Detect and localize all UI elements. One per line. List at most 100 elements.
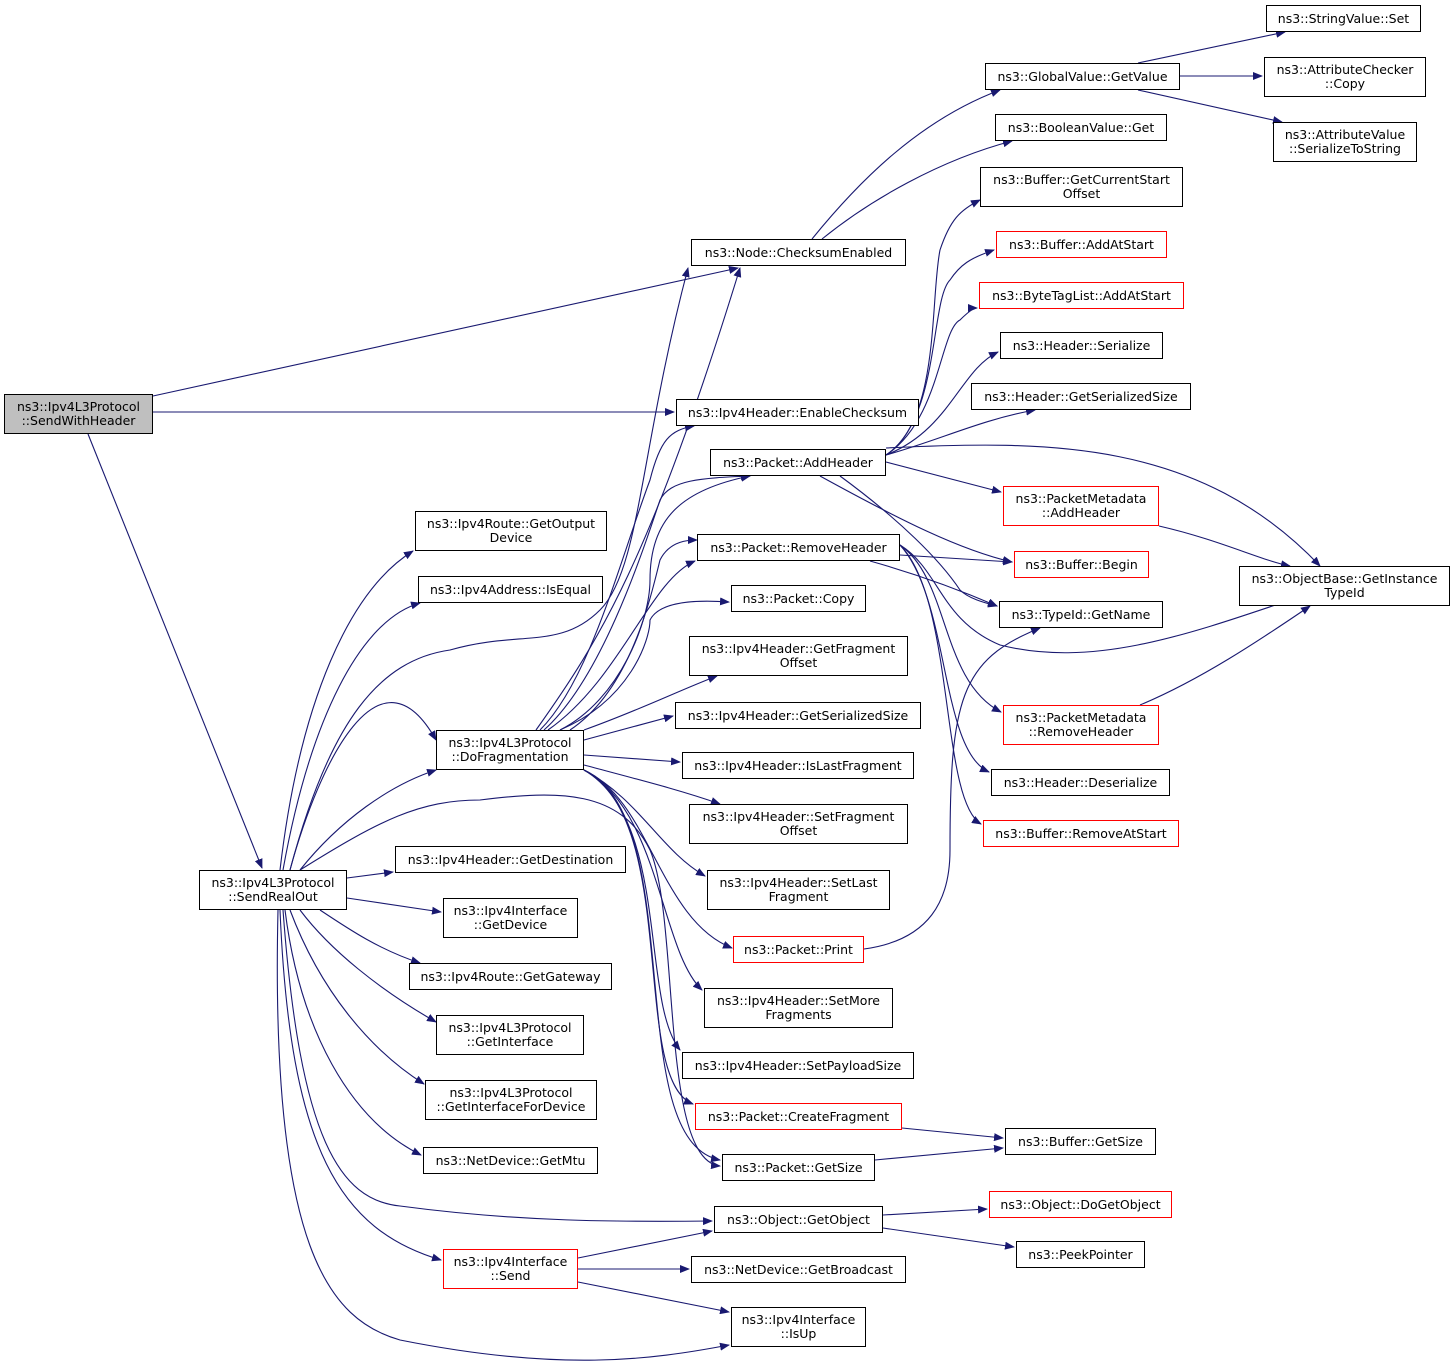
call-edge [583,769,721,1163]
node-label: ::Copy [1324,76,1366,91]
node-label: ns3::Buffer::GetCurrentStart [993,172,1170,187]
node-ipv4-interface-send[interactable]: ns3::Ipv4Interface::Send [443,1249,578,1289]
node-do-fragmentation[interactable]: ns3::Ipv4L3Protocol::DoFragmentation [436,730,584,770]
node-checksum-enabled[interactable]: ns3::Node::ChecksumEnabled [691,239,906,266]
node-label: ns3::Object::DoGetObject [1000,1196,1161,1212]
call-edge [901,1127,1004,1142]
node-net-device-get-broadcast[interactable]: ns3::NetDevice::GetBroadcast [691,1256,906,1283]
node-packet-print[interactable]: ns3::Packet::Print [733,936,864,963]
node-net-device-get-mtu[interactable]: ns3::NetDevice::GetMtu [423,1147,598,1174]
call-edge [811,89,1001,240]
node-buffer-begin[interactable]: ns3::Buffer::Begin [1014,551,1149,578]
node-label: ns3::AttributeChecker [1276,62,1414,77]
node-label: ns3::Ipv4Header::GetDestination [407,851,614,867]
node-ipv4-interface-get-device[interactable]: ns3::Ipv4Interface::GetDevice [443,898,578,938]
node-label: ns3::Ipv4L3Protocol [16,399,141,414]
node-type-id-get-name[interactable]: ns3::TypeId::GetName [999,601,1163,628]
node-label: ns3::AttributeValue [1284,127,1406,142]
node-ipv4-l3-protocol-get-interface-for-device[interactable]: ns3::Ipv4L3Protocol::GetInterfaceForDevi… [425,1080,597,1120]
node-label: ::AddHeader [1041,505,1121,520]
node-header-serialize[interactable]: ns3::Header::Serialize [1000,332,1163,359]
node-label: Fragment [768,889,829,904]
node-label: ns3::Packet::CreateFragment [707,1108,890,1124]
call-edge [1158,525,1291,569]
node-ipv4-route-get-gateway[interactable]: ns3::Ipv4Route::GetGateway [409,963,612,990]
node-object-get-object[interactable]: ns3::Object::GetObject [714,1206,883,1233]
node-label: ns3::Header::Deserialize [1003,774,1158,790]
call-edge [282,909,713,1226]
node-label: ns3::TypeId::GetName [1011,606,1151,622]
node-packet-add-header[interactable]: ns3::Packet::AddHeader [710,449,886,476]
node-ipv4-header-is-last-fragment[interactable]: ns3::Ipv4Header::IsLastFragment [682,752,914,779]
node-label: ns3::Packet::AddHeader [723,454,873,470]
node-header-deserialize[interactable]: ns3::Header::Deserialize [991,769,1170,796]
node-object-do-get-object[interactable]: ns3::Object::DoGetObject [989,1191,1172,1218]
node-label: ns3::GlobalValue::GetValue [997,68,1168,84]
node-label: ::SendWithHeader [21,413,136,428]
node-ipv4-address-is-equal[interactable]: ns3::Ipv4Address::IsEqual [418,576,603,603]
call-edge [885,461,1002,494]
node-label: ns3::Packet::GetSize [734,1159,863,1175]
node-label: ns3::Ipv4Address::IsEqual [429,581,592,597]
node-buffer-get-size[interactable]: ns3::Buffer::GetSize [1005,1128,1156,1155]
node-packet-metadata-add-header[interactable]: ns3::PacketMetadata::AddHeader [1003,486,1159,526]
call-edge [885,407,1036,456]
node-packet-metadata-remove-header[interactable]: ns3::PacketMetadata::RemoveHeader [1003,705,1159,745]
node-boolean-value-get[interactable]: ns3::BooleanValue::Get [995,114,1167,141]
node-packet-copy[interactable]: ns3::Packet::Copy [731,585,866,612]
node-label: ns3::Object::GetObject [727,1211,870,1227]
call-edge [899,544,1002,713]
node-label: ns3::Packet::Print [744,941,853,957]
node-string-value-set[interactable]: ns3::StringValue::Set [1266,5,1421,32]
node-label: ns3::ObjectBase::GetInstance [1251,571,1438,586]
node-label: ::GetInterface [466,1034,554,1049]
node-packet-create-fragment[interactable]: ns3::Packet::CreateFragment [695,1103,902,1130]
node-packet-remove-header[interactable]: ns3::Packet::RemoveHeader [697,534,900,561]
call-edge [583,675,718,731]
node-packet-get-size[interactable]: ns3::Packet::GetSize [722,1154,875,1181]
node-ipv4-header-set-payload-size[interactable]: ns3::Ipv4Header::SetPayloadSize [682,1052,914,1079]
node-label: ::GetInterfaceForDevice [436,1099,586,1114]
node-global-value-get-value[interactable]: ns3::GlobalValue::GetValue [985,63,1180,90]
node-enable-checksum[interactable]: ns3::Ipv4Header::EnableChecksum [676,399,919,426]
call-edge [882,1227,1015,1250]
call-edge [874,1144,1004,1161]
node-label: ns3::Ipv4Interface [741,1312,856,1327]
node-send-real-out[interactable]: ns3::Ipv4L3Protocol::SendRealOut [199,870,347,910]
node-header-get-serialized-size[interactable]: ns3::Header::GetSerializedSize [971,383,1191,410]
node-send-with-header[interactable]: ns3::Ipv4L3Protocol::SendWithHeader [4,394,153,434]
node-label: Offset [779,655,818,670]
call-edge [299,909,437,1023]
node-label: ns3::Packet::Copy [742,590,855,606]
node-attribute-value-serialize[interactable]: ns3::AttributeValue::SerializeToString [1273,122,1417,162]
node-buffer-remove-at-start[interactable]: ns3::Buffer::RemoveAtStart [983,820,1179,847]
node-attribute-checker-copy[interactable]: ns3::AttributeChecker::Copy [1264,57,1426,97]
call-edge [547,560,696,731]
node-byte-tag-list-add-at-start[interactable]: ns3::ByteTagList::AddAtStart [979,282,1184,309]
call-edge [1137,29,1286,64]
node-ipv4-header-get-serialized-size[interactable]: ns3::Ipv4Header::GetSerializedSize [675,702,921,729]
node-label: ns3::Ipv4Header::GetSerializedSize [687,707,909,723]
node-ipv4-l3-protocol-get-interface[interactable]: ns3::Ipv4L3Protocol::GetInterface [436,1015,584,1055]
call-edge [569,536,698,731]
node-peek-pointer[interactable]: ns3::PeekPointer [1016,1241,1145,1268]
call-edge [319,909,421,965]
call-edge [543,472,751,731]
node-label: ns3::Ipv4Interface [453,1254,568,1269]
call-edge [819,475,1013,564]
node-label: ns3::PeekPointer [1028,1246,1133,1262]
node-ipv4-header-get-destination[interactable]: ns3::Ipv4Header::GetDestination [395,846,626,873]
node-ipv4-interface-is-up[interactable]: ns3::Ipv4Interface::IsUp [731,1307,866,1347]
call-edge [279,550,414,871]
node-label: ns3::StringValue::Set [1277,10,1410,26]
node-label: ns3::Buffer::Begin [1025,556,1138,572]
call-edge [577,1281,730,1315]
node-buffer-add-at-start[interactable]: ns3::Buffer::AddAtStart [996,231,1167,258]
